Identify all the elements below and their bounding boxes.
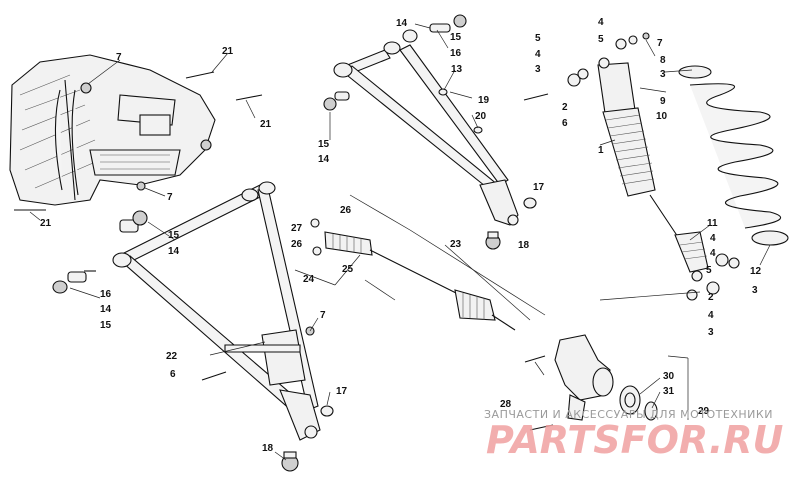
watermark-logo: PARTSFOR.RU [486,418,784,462]
callout-2: 2 [562,102,568,113]
lower-a-arm [112,181,321,441]
callout-21: 21 [260,119,272,130]
leader-lines [29,23,771,461]
callout-5: 5 [706,265,712,276]
callout-3: 3 [535,64,541,75]
callout-30: 30 [663,371,675,382]
callout-18: 18 [262,443,274,454]
callout-26: 26 [340,205,352,216]
callout-5: 5 [598,34,604,45]
callout-7: 7 [167,192,173,203]
callout-17: 17 [336,386,348,397]
callout-15: 15 [168,230,180,241]
callout-9: 9 [660,96,666,107]
callout-labels: 1 2 2 3 3 3 3 4 4 4 4 4 5 5 5 6 6 7 7 7 … [40,17,762,454]
callout-3: 3 [660,69,666,80]
callout-4: 4 [598,17,604,28]
callout-21: 21 [222,46,234,57]
callout-18: 18 [518,240,530,251]
callout-20: 20 [475,111,487,122]
callout-2: 2 [708,292,714,303]
callout-16: 16 [100,289,112,300]
callout-14: 14 [318,154,330,165]
upper-ball-joint [485,197,537,250]
callout-15: 15 [450,32,462,43]
callout-22: 22 [166,351,178,362]
callout-15: 15 [100,320,112,331]
callout-17: 17 [533,182,545,193]
callout-27: 27 [291,223,303,234]
callout-4: 4 [535,49,541,60]
lower-ball-joint [281,405,334,472]
upper-a-arm [333,29,519,226]
watermark: ЗАПЧАСТИ И АКСЕССУАРЫ ДЛЯ МОТОТЕХНИКИ PA… [484,408,784,462]
callout-13: 13 [451,64,463,75]
callout-21: 21 [40,218,52,229]
callout-24: 24 [303,274,315,285]
shock-spring [678,65,789,246]
callout-26: 26 [291,239,303,250]
callout-3: 3 [708,327,714,338]
callout-25: 25 [342,264,354,275]
callout-7: 7 [320,310,326,321]
lower-arm-bushings [52,210,315,381]
callout-19: 19 [478,95,490,106]
callout-10: 10 [656,111,668,122]
steering-knuckle [524,334,614,431]
callout-23: 23 [450,239,462,250]
callout-3: 3 [752,285,758,296]
callout-14: 14 [168,246,180,257]
drive-axle [310,218,516,331]
frame-hardware [14,71,263,211]
callout-6: 6 [562,118,568,129]
callout-7: 7 [657,38,663,49]
callout-11: 11 [707,218,718,229]
callout-16: 16 [450,48,462,59]
callout-5: 5 [535,33,541,44]
callout-14: 14 [100,304,112,315]
callout-15: 15 [318,139,330,150]
frame-assembly [9,54,216,206]
shock-absorber [597,57,709,282]
callout-14: 14 [396,18,408,29]
callout-4: 4 [710,233,716,244]
callout-28: 28 [500,399,512,410]
callout-1: 1 [598,145,604,156]
callout-29: 29 [698,406,710,417]
callout-4: 4 [708,310,714,321]
callout-8: 8 [660,55,666,66]
callout-6: 6 [170,369,176,380]
callout-31: 31 [663,386,675,397]
wheel-bearing [619,385,658,421]
watermark-tagline: ЗАПЧАСТИ И АКСЕССУАРЫ ДЛЯ МОТОТЕХНИКИ [484,408,773,421]
callout-12: 12 [750,266,762,277]
callout-4: 4 [710,248,716,259]
callout-7: 7 [116,52,122,63]
